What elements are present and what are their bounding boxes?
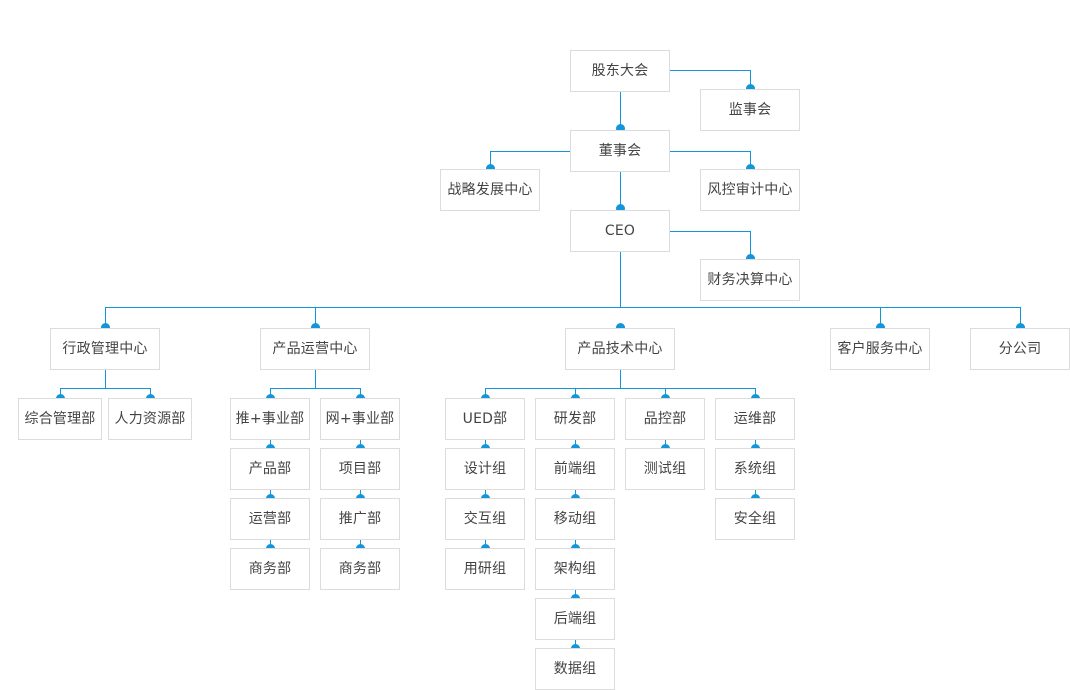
connector-dot-strategy-center: [486, 164, 495, 173]
node-interaction-group[interactable]: 交互组: [445, 498, 525, 540]
connector-board-to-risk-v: [750, 151, 751, 170]
connector-bus-drop-branch: [1020, 307, 1021, 329]
node-product-dept[interactable]: 产品部: [230, 448, 310, 490]
connector-dot-admin-center: [101, 323, 110, 332]
node-mobile-group[interactable]: 移动组: [535, 498, 615, 540]
node-design-group[interactable]: 设计组: [445, 448, 525, 490]
node-rd-dept[interactable]: 研发部: [535, 398, 615, 440]
connector-main-bus: [105, 307, 1020, 308]
node-project-dept[interactable]: 项目部: [320, 448, 400, 490]
node-user-research-group[interactable]: 用研组: [445, 548, 525, 590]
node-customer-service-center[interactable]: 客户服务中心: [830, 328, 930, 370]
node-human-resources-dept[interactable]: 人力资源部: [108, 398, 192, 440]
node-product-operation-center[interactable]: 产品运营中心: [260, 328, 370, 370]
connector-admin-stem: [105, 370, 106, 388]
connector-dot-product-operation-center: [311, 323, 320, 332]
connector-product-technology-bar: [485, 388, 755, 389]
node-quality-control-dept[interactable]: 品控部: [625, 398, 705, 440]
connector-bus-drop-customer-service: [880, 307, 881, 329]
connector-dot-branch-company: [1016, 323, 1025, 332]
node-wang-plus-business-unit[interactable]: 网+事业部: [320, 398, 400, 440]
connector-board-to-ceo-v: [620, 172, 621, 210]
connector-product-operation-bar: [270, 388, 360, 389]
connector-dot-ceo: [616, 204, 625, 213]
node-backend-group[interactable]: 后端组: [535, 598, 615, 640]
node-business-dept-right[interactable]: 商务部: [320, 548, 400, 590]
node-ued-dept[interactable]: UED部: [445, 398, 525, 440]
connector-board-to-strategy-v: [490, 151, 491, 170]
connector-bus-drop-product-operation: [315, 307, 316, 329]
connector-dot-board-of-directors: [616, 124, 625, 133]
node-data-group[interactable]: 数据组: [535, 648, 615, 690]
node-promotion-dept[interactable]: 推广部: [320, 498, 400, 540]
connector-ceo-to-bus-v: [620, 252, 621, 308]
node-operation-dept[interactable]: 运营部: [230, 498, 310, 540]
node-risk-audit-center[interactable]: 风控审计中心: [700, 169, 800, 211]
node-product-technology-center[interactable]: 产品技术中心: [565, 328, 675, 370]
node-tui-plus-business-unit[interactable]: 推+事业部: [230, 398, 310, 440]
node-strategy-development-center[interactable]: 战略发展中心: [440, 169, 540, 211]
connector-board-to-risk-h: [670, 151, 750, 152]
connector-shareholders-to-supervisors-h: [670, 70, 750, 71]
connector-product-operation-stem: [315, 370, 316, 388]
connector-dot-customer-service-center: [876, 323, 885, 332]
node-frontend-group[interactable]: 前端组: [535, 448, 615, 490]
connector-admin-bar: [60, 388, 150, 389]
connector-board-to-strategy-h: [490, 151, 570, 152]
connector-ceo-to-finance-h: [670, 231, 750, 232]
node-business-dept-left[interactable]: 商务部: [230, 548, 310, 590]
connector-dot-risk-audit-center: [746, 164, 755, 173]
connector-shareholders-to-supervisors-v: [750, 70, 751, 90]
connector-dot-finance-center: [746, 254, 755, 263]
node-architecture-group[interactable]: 架构组: [535, 548, 615, 590]
connector-shareholders-to-board-v: [620, 92, 621, 130]
node-board-of-supervisors[interactable]: 监事会: [700, 89, 800, 131]
connector-bus-drop-admin: [105, 307, 106, 329]
node-system-group[interactable]: 系统组: [715, 448, 795, 490]
node-ceo[interactable]: CEO: [570, 210, 670, 252]
node-shareholders-meeting[interactable]: 股东大会: [570, 50, 670, 92]
node-operations-maintenance-dept[interactable]: 运维部: [715, 398, 795, 440]
connector-product-technology-stem: [620, 370, 621, 388]
connector-dot-supervisors: [746, 84, 755, 93]
node-test-group[interactable]: 测试组: [625, 448, 705, 490]
node-security-group[interactable]: 安全组: [715, 498, 795, 540]
node-branch-company[interactable]: 分公司: [970, 328, 1070, 370]
node-general-management-dept[interactable]: 综合管理部: [18, 398, 102, 440]
node-finance-settlement-center[interactable]: 财务决算中心: [700, 259, 800, 301]
node-admin-management-center[interactable]: 行政管理中心: [50, 328, 160, 370]
connector-dot-product-technology-center: [616, 323, 625, 332]
node-board-of-directors[interactable]: 董事会: [570, 130, 670, 172]
connector-ceo-to-finance-v: [750, 231, 751, 260]
